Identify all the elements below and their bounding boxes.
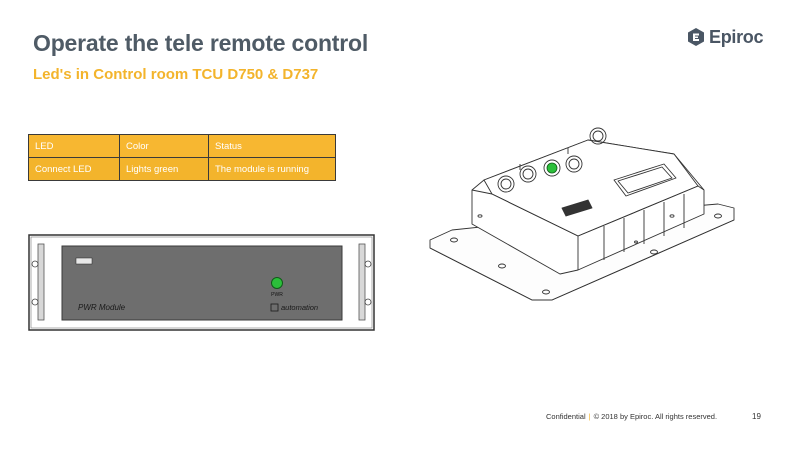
- table-header-cell: Color: [119, 134, 209, 158]
- footer-copyright: © 2018 by Epiroc. All rights reserved.: [593, 412, 718, 421]
- brand-logo-icon: [270, 303, 279, 312]
- mount-hole-icon: [31, 298, 39, 306]
- logo-wordmark: Epiroc: [709, 26, 764, 47]
- table-cell: Connect LED: [28, 157, 120, 181]
- page-number: 19: [752, 412, 761, 421]
- table-row: Connect LED Lights green The module is r…: [28, 157, 336, 181]
- table-header-row: LED Color Status: [28, 134, 336, 158]
- usb-port-icon: [75, 257, 93, 265]
- table-cell: The module is running: [208, 157, 336, 181]
- epiroc-logo-icon: [688, 28, 704, 46]
- slide-subtitle: Led's in Control room TCU D750 & D737: [33, 66, 319, 83]
- brand-label: automation: [281, 303, 318, 312]
- mount-hole-icon: [364, 298, 372, 306]
- module-label: PWR Module: [78, 303, 126, 312]
- table-header-cell: LED: [28, 134, 120, 158]
- slide-title: Operate the tele remote control: [33, 30, 369, 56]
- connect-led-icon: [546, 162, 558, 174]
- tcu-device-drawing: [428, 124, 738, 309]
- rack-panel-illustration: PWR PWR Module automation: [28, 234, 375, 331]
- epiroc-logo: Epiroc: [686, 25, 764, 49]
- footer: Confidential|© 2018 by Epiroc. All right…: [546, 412, 717, 421]
- footer-separator: |: [588, 412, 591, 421]
- led-label: PWR: [271, 292, 283, 298]
- tcu-illustration: [429, 127, 735, 301]
- mount-hole-icon: [364, 260, 372, 268]
- pwr-led-icon: [271, 277, 283, 289]
- footer-confidential: Confidential: [546, 412, 586, 421]
- table-header-cell: Status: [208, 134, 336, 158]
- control-room-panel: PWR PWR Module automation: [28, 234, 376, 337]
- mount-hole-icon: [31, 260, 39, 268]
- table-cell: Lights green: [119, 157, 209, 181]
- led-status-table: LED Color Status Connect LED Lights gree…: [28, 134, 336, 181]
